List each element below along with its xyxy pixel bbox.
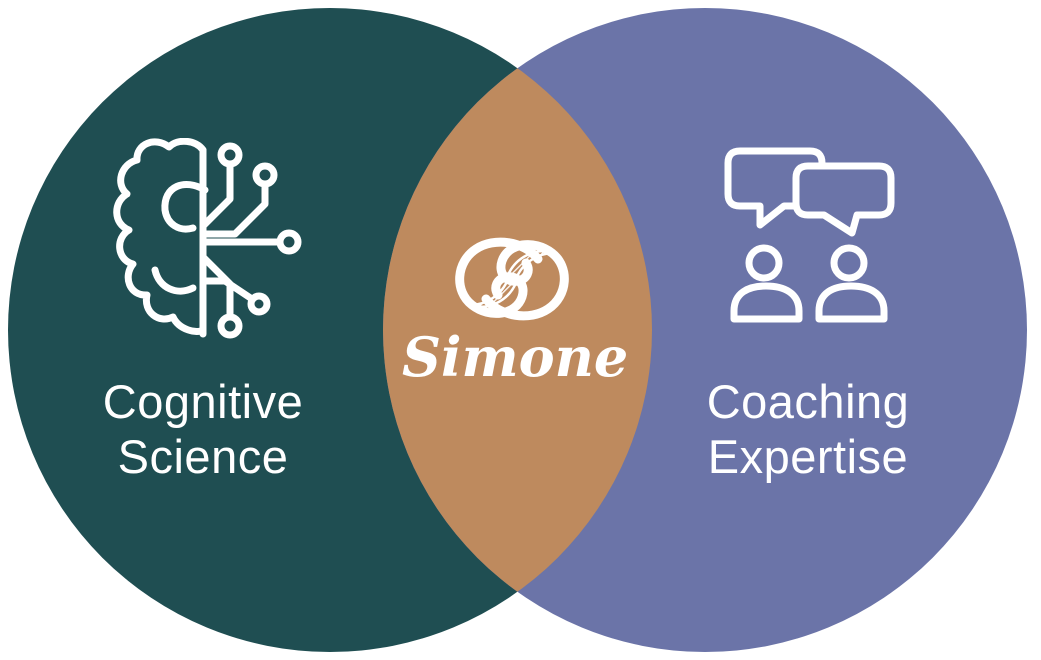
right-set-label-line2: Expertise xyxy=(707,430,909,483)
person-body xyxy=(730,282,803,323)
person-head xyxy=(830,244,868,282)
simone-knot-logo xyxy=(455,237,569,321)
right-set-label: Coaching Expertise xyxy=(658,374,958,484)
left-set-label-line2: Science xyxy=(117,430,289,483)
intersection-lens xyxy=(383,8,652,652)
people-conversation-icon xyxy=(724,147,895,323)
person-head xyxy=(745,244,783,282)
right-set-label-line1: Coaching xyxy=(706,375,910,428)
speech-bubble-back xyxy=(724,147,826,229)
speech-bubble-front xyxy=(792,162,895,237)
logo-loop-right xyxy=(481,240,569,321)
simone-wordmark: Simone xyxy=(402,325,629,389)
left-set-label: Cognitive Science xyxy=(53,374,353,484)
brain-circuit-icon xyxy=(113,138,302,339)
person-body xyxy=(815,282,888,323)
left-set-label-line1: Cognitive xyxy=(102,375,304,428)
